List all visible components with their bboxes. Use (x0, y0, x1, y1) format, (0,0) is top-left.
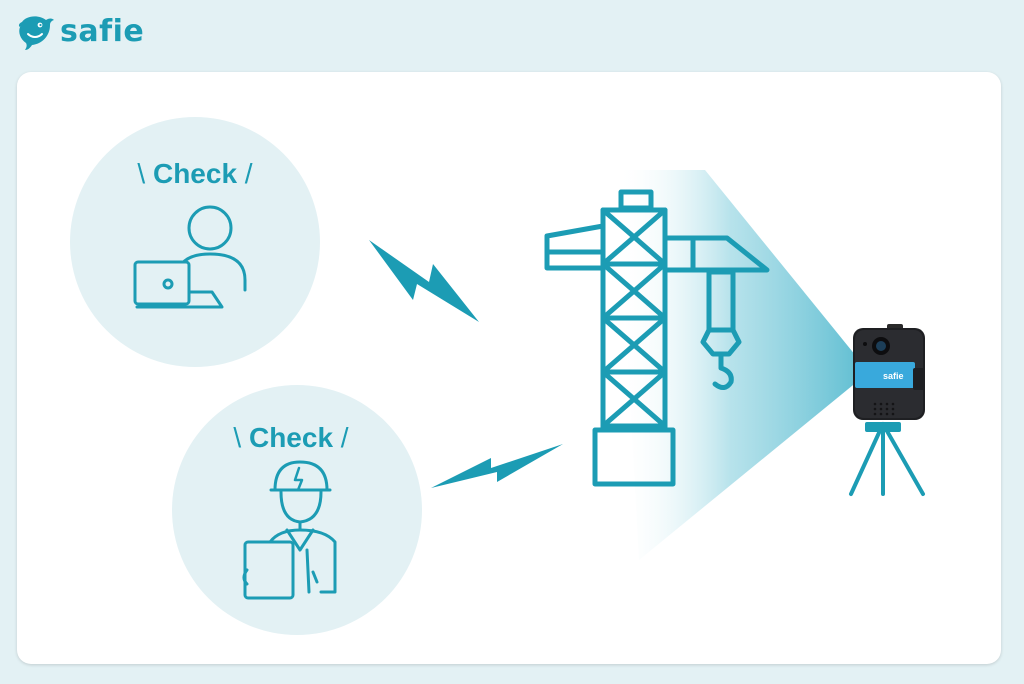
bird-logo-icon (18, 16, 54, 50)
lightning-bolt-icon (369, 240, 479, 322)
office-worker-laptop-icon (133, 205, 247, 309)
camera-brand-label: safie (883, 371, 904, 381)
brand-logo: safie (16, 12, 144, 52)
lightning-bolt-icon (431, 444, 563, 488)
site-check-label: \ Check / (233, 422, 349, 453)
security-camera-on-tripod-icon: safie (849, 324, 925, 496)
office-check-label: \ Check / (137, 158, 253, 189)
tower-crane-icon (544, 189, 770, 487)
site-viewer-circle (172, 385, 422, 635)
brand-wordmark: safie (60, 14, 145, 49)
construction-worker-clipboard-icon (242, 460, 337, 600)
illustration-panel: safie \ Check / \ Check / (17, 72, 1001, 664)
